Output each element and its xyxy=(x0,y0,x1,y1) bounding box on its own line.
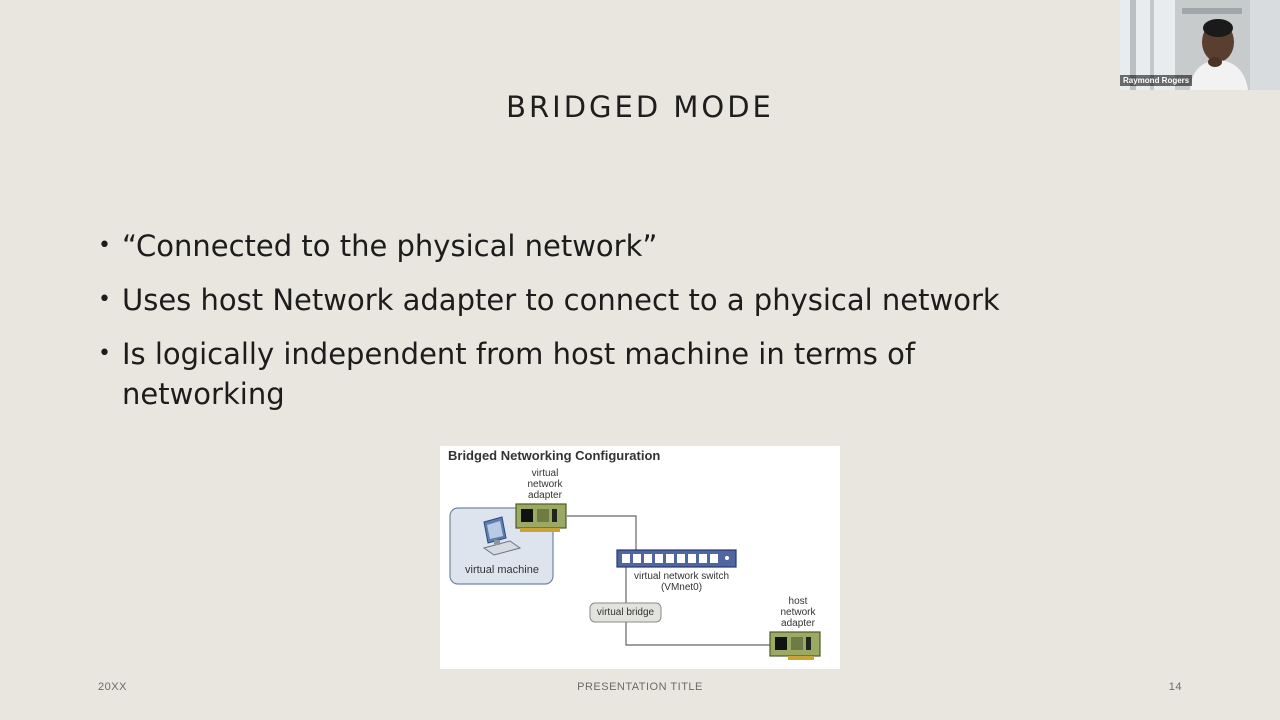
adapter-to-switch-line xyxy=(567,515,637,554)
virtual-network-adapter-card xyxy=(515,503,567,532)
diagram-graphics xyxy=(449,503,821,660)
webcam-participant-name: Raymond Rogers xyxy=(1120,75,1193,86)
bullet-list: • “Connected to the physical network” • … xyxy=(98,226,1098,428)
footer-page-number: 14 xyxy=(1168,681,1182,693)
bullet-dot-icon: • xyxy=(98,287,111,312)
footer-presentation-title: PRESENTATION TITLE xyxy=(577,681,703,693)
webcam-thumbnail[interactable]: Raymond Rogers xyxy=(1120,0,1280,90)
bullet-text: Is logically independent from host machi… xyxy=(122,337,916,411)
virtual-bridge-box xyxy=(589,602,662,623)
virtual-machine-label: virtual machine xyxy=(465,564,539,576)
footer-date: 20XX xyxy=(98,681,127,693)
bullet-item: • Uses host Network adapter to connect t… xyxy=(98,280,1098,320)
bullet-text: Uses host Network adapter to connect to … xyxy=(122,283,1000,317)
virtual-bridge-label: virtual bridge xyxy=(596,607,655,618)
bullet-text: “Connected to the physical network” xyxy=(122,229,658,263)
bridged-networking-diagram: Bridged Networking Configuration virtual… xyxy=(440,446,840,669)
bullet-item: • “Connected to the physical network” xyxy=(98,226,1098,266)
diagram-title: Bridged Networking Configuration xyxy=(448,448,661,463)
switch-to-host-line xyxy=(625,566,770,646)
webcam-video-icon xyxy=(1120,0,1280,90)
computer-icon xyxy=(482,516,522,556)
host-network-adapter-card xyxy=(769,631,821,660)
slide-title: BRIDGED MODE xyxy=(506,90,774,124)
bullet-item: • Is logically independent from host mac… xyxy=(98,334,1022,414)
bullet-dot-icon: • xyxy=(98,341,111,366)
bullet-dot-icon: • xyxy=(98,233,111,258)
virtual-adapter-label: virtual network adapter xyxy=(527,468,563,501)
virtual-switch-icon xyxy=(616,549,737,568)
switch-label: virtual network switch (VMnet0) xyxy=(633,571,730,593)
host-adapter-label: host network adapter xyxy=(780,596,816,629)
